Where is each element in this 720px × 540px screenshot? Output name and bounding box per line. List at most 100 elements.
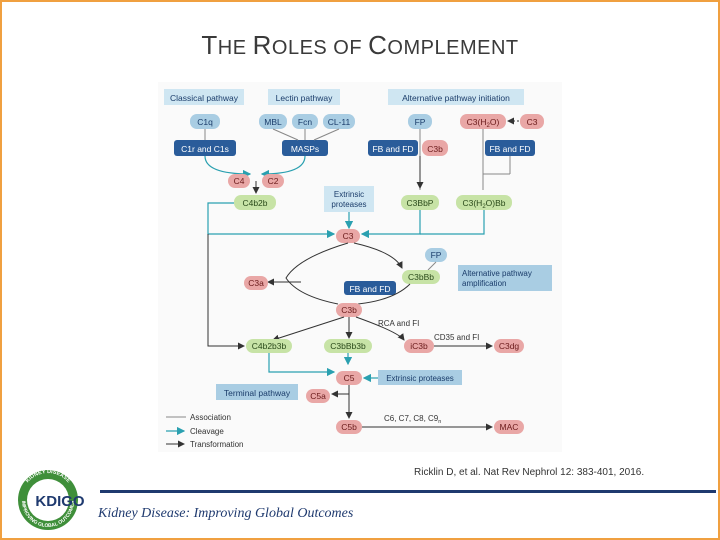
- classical-pathway-text: Classical pathway: [170, 93, 239, 103]
- node-c4b2b3b-text: C4b2b3b: [252, 341, 287, 351]
- logo-wordmark: KDIGO: [35, 493, 85, 510]
- node-fp-top: [408, 114, 432, 129]
- node-c3b-text: C3b: [341, 305, 357, 315]
- node-fp-mid-text: FP: [431, 250, 442, 260]
- node-cl11: [323, 114, 355, 129]
- lectin-pathway-text: Lectin pathway: [276, 93, 333, 103]
- complement-pathway-svg: Classical pathway Lectin pathway Alterna…: [164, 89, 552, 449]
- node-ic3b-text: iC3b: [410, 341, 428, 351]
- node-c3a: [244, 276, 268, 290]
- legend-transformation-text: Transformation: [190, 440, 244, 449]
- amplification-loop-left: [285, 242, 349, 305]
- node-c2-text: C2: [268, 176, 279, 186]
- node-fb-fd-1: [368, 140, 418, 156]
- node-mbl-text: MBL: [264, 117, 282, 127]
- node-c1q-text: C1q: [197, 117, 213, 127]
- node-fp-top-text: FP: [415, 117, 426, 127]
- alt-amplification-text-2: amplification: [462, 279, 506, 288]
- classical-pathway-label: [164, 89, 244, 105]
- link-cl11-masps: [313, 128, 340, 141]
- extrinsic-proteases-c5-text: Extrinsic proteases: [386, 374, 454, 383]
- legend-association-text: Association: [190, 413, 231, 422]
- node-c2: [262, 174, 284, 188]
- slide-title: THE ROLES OF COMPLEMENT: [201, 30, 519, 60]
- terminal-pathway-text: Terminal pathway: [224, 388, 291, 398]
- arrow-c4b2b-c3: [207, 202, 336, 239]
- node-c1r-c1s-text: C1r and C1s: [181, 144, 229, 154]
- extrinsic-proteases-c5-box: [378, 370, 462, 385]
- node-c4b2b-text: C4b2b: [242, 198, 267, 208]
- node-c3-text: C3: [343, 231, 354, 241]
- node-c3b: [336, 303, 362, 317]
- node-ic3b: [404, 339, 434, 353]
- node-c4-text: C4: [234, 176, 245, 186]
- node-c3: [336, 229, 360, 243]
- extrinsic-proteases-text-1: Extrinsic: [334, 190, 364, 199]
- alt-amplification-box: [458, 265, 552, 291]
- node-c5a-text: C5a: [310, 391, 326, 401]
- node-fb-fd-2-text: FB and FD: [489, 144, 530, 154]
- node-c3bbb: [402, 270, 440, 284]
- node-c5-text: C5: [344, 373, 355, 383]
- complement-diagram: Classical pathway Lectin pathway Alterna…: [158, 82, 562, 452]
- kdigo-logo: KIDNEY DISEASE IMPROVING GLOBAL OUTCOMES…: [14, 466, 88, 532]
- node-c5b-text: C5b: [341, 422, 357, 432]
- arrow-c3bbbp-c3: [360, 210, 421, 239]
- node-c3bbb3b: [324, 339, 372, 353]
- node-mac-text: MAC: [500, 422, 519, 432]
- link-fp-c3bbb: [427, 261, 437, 271]
- node-c4b2b: [234, 195, 276, 210]
- link-c3bbb-c3b: [357, 283, 411, 305]
- node-fb-fd-2: [485, 140, 535, 156]
- node-fcn: [292, 114, 318, 129]
- arrow-c3b-c4b2b3b: [272, 316, 345, 342]
- amplification-loop-right: [353, 242, 403, 269]
- node-c3h2obb-text: C3(H2O)Bb: [462, 198, 505, 210]
- arrow-c4b2b-c4b2b3b: [207, 234, 245, 350]
- lectin-pathway-label: [268, 89, 340, 105]
- link-mbl-masps: [272, 128, 299, 141]
- node-c5b: [336, 420, 362, 434]
- node-c3h2o-text: C3(H2O): [467, 117, 500, 129]
- node-fb-fd-mid: [344, 281, 396, 295]
- node-c3bbbp-text: C3BbP: [407, 198, 434, 208]
- node-cl11-text: CL-11: [328, 117, 351, 127]
- node-c3-top-text: C3: [527, 117, 538, 127]
- alternative-pathway-initiation-text: Alternative pathway initiation: [402, 93, 510, 103]
- alt-amplification-text-1: Alternative pathway: [462, 269, 532, 278]
- node-c5a: [306, 389, 330, 403]
- arrow-c3h2obb-c3: [420, 210, 485, 235]
- footer-rule: [100, 490, 716, 493]
- extrinsic-proteases-box: [324, 186, 374, 212]
- node-c1r-c1s: [174, 140, 236, 156]
- node-c1q: [190, 114, 220, 129]
- arrow-c4b2b3b-c5: [268, 353, 336, 377]
- terminal-pathway-box: [216, 384, 298, 400]
- node-c3h2o: [460, 114, 506, 129]
- legend-cleavage-text: Cleavage: [190, 427, 224, 436]
- node-fcn-text: Fcn: [298, 117, 312, 127]
- node-mac: [494, 420, 524, 434]
- alternative-pathway-initiation-label: [388, 89, 524, 105]
- node-c4: [228, 174, 250, 188]
- node-fb-fd-1-text: FB and FD: [372, 144, 413, 154]
- arrow-masps-cleave: [260, 155, 306, 179]
- node-fp-mid: [425, 248, 447, 262]
- arrow-c5-c5a: [331, 385, 350, 398]
- node-c3dg: [494, 339, 524, 353]
- node-masps: [282, 140, 328, 156]
- arrow-c3b-ic3b: [355, 316, 405, 341]
- node-c3bbb-text: C3bBb: [408, 272, 434, 282]
- node-mbl: [259, 114, 287, 129]
- c6-c9-label: C6, C7, C8, C9n: [384, 414, 441, 425]
- node-c3b-top-text: C3b: [427, 144, 443, 154]
- node-c3a-text: C3a: [248, 278, 264, 288]
- node-c3bbb3b-text: C3bBb3b: [330, 341, 366, 351]
- cd35-fi-label: CD35 and FI: [434, 333, 479, 342]
- arrow-c1s-cleave: [204, 155, 252, 179]
- node-c3h2obb: [456, 195, 512, 210]
- footer-tagline: Kidney Disease: Improving Global Outcome…: [98, 506, 354, 521]
- node-c5: [336, 371, 362, 385]
- node-fb-fd-mid-text: FB and FD: [349, 284, 390, 294]
